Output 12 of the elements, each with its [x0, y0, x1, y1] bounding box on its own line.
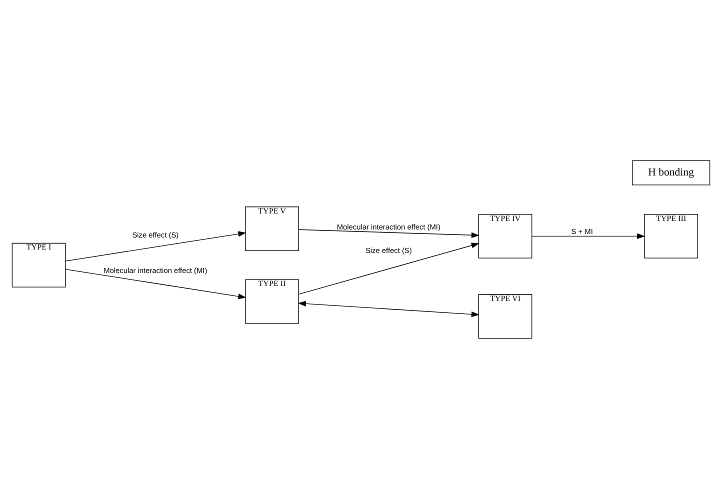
node-box: H bonding — [632, 160, 710, 185]
arrow — [298, 242, 480, 294]
edge-label: Size effect (S) — [365, 245, 412, 254]
edge-label: Molecular interaction effect (MI) — [104, 266, 208, 275]
edge-label: Size effect (S) — [132, 230, 179, 239]
edge-label: S + MI — [571, 226, 593, 236]
arrow — [298, 228, 480, 238]
edge-label: Molecular interaction effect (MI) — [336, 222, 440, 231]
arrow — [65, 230, 246, 261]
arrow — [65, 268, 246, 299]
arrow — [298, 300, 480, 317]
arrow — [532, 232, 646, 239]
